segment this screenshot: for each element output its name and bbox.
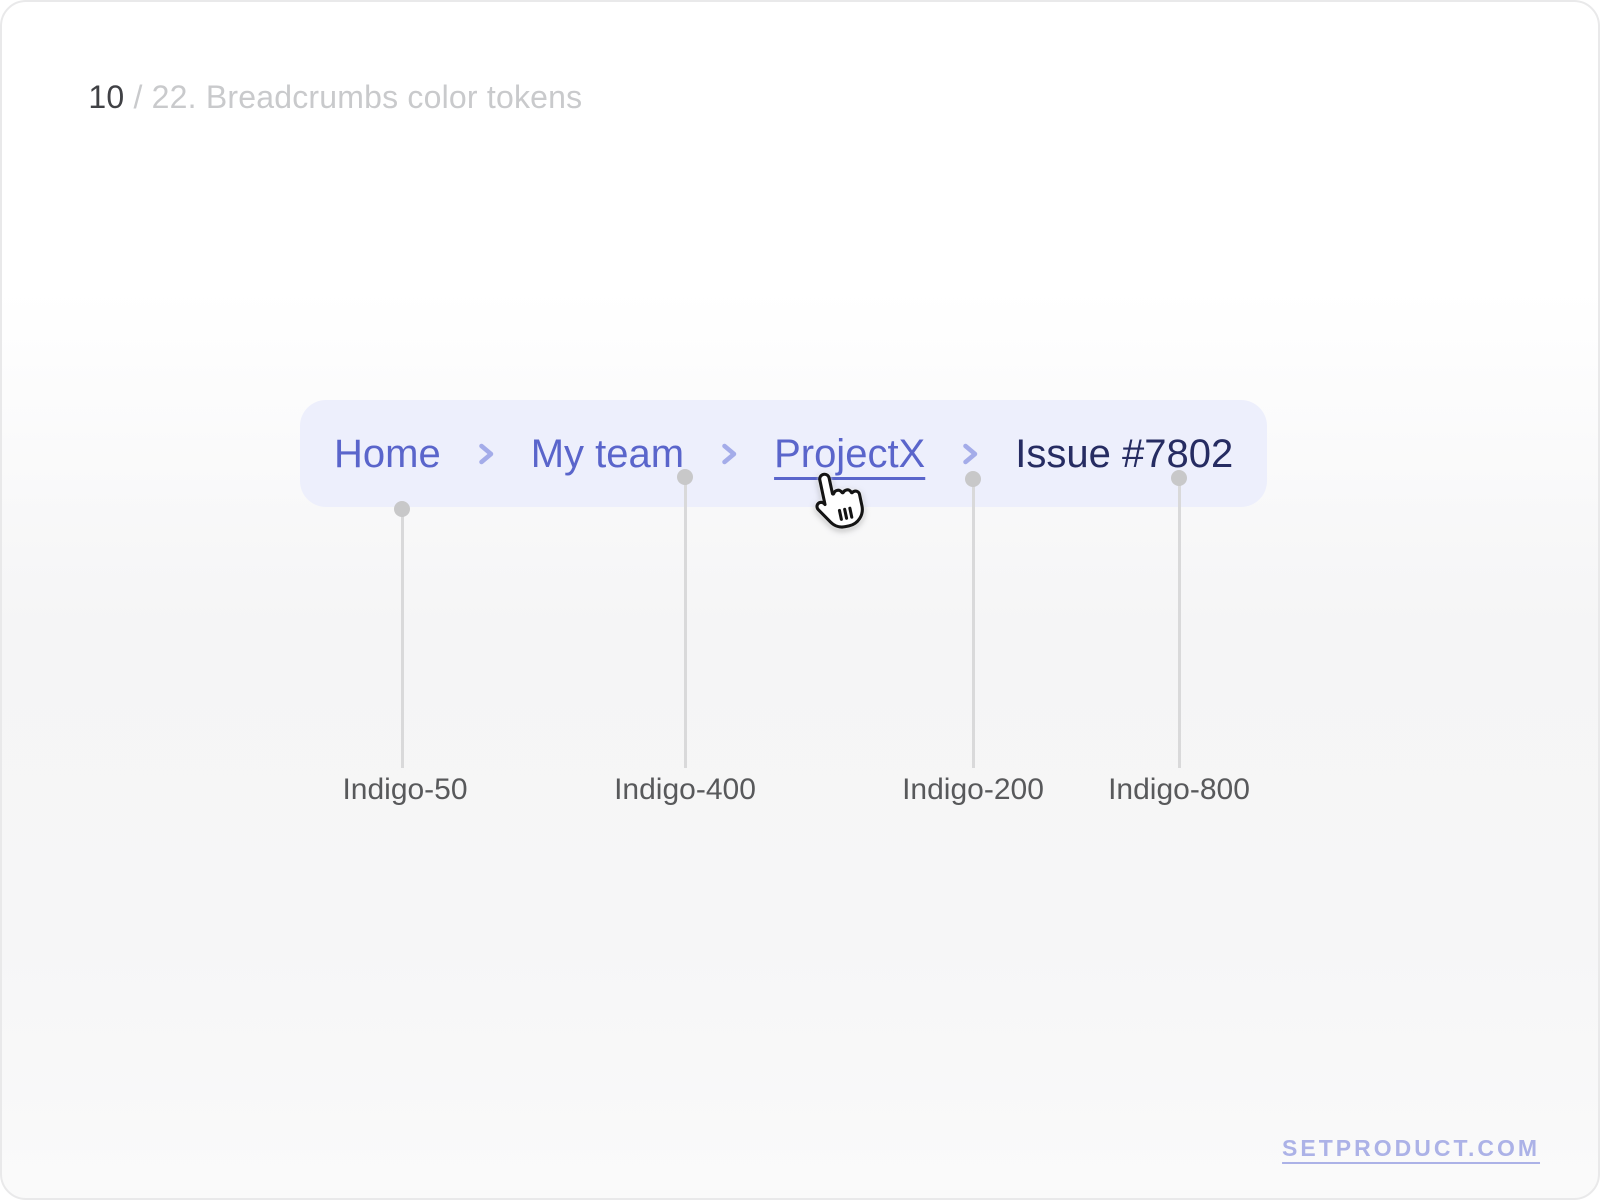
breadcrumb-item-projectx[interactable]: ProjectX [774, 431, 926, 476]
annotation-dot [965, 471, 981, 487]
annotation-dot [677, 469, 693, 485]
watermark-link[interactable]: SETPRODUCT.COM [1282, 1135, 1540, 1161]
breadcrumb-item-current-issue: Issue #7802 [1015, 431, 1234, 476]
annotation-dot [394, 501, 410, 517]
annotation-line [684, 475, 687, 768]
breadcrumb-item-my-team[interactable]: My team [530, 431, 685, 476]
annotation-dot [1171, 470, 1187, 486]
page-number: 10 [88, 79, 125, 115]
annotation-line [972, 477, 975, 768]
annotation-label-indigo-400: Indigo-400 [614, 773, 756, 806]
annotation-line [1178, 476, 1181, 768]
chevron-right-icon [959, 439, 981, 469]
page-title: 10 / 22. Breadcrumbs color tokens [52, 40, 582, 154]
chevron-right-icon [718, 439, 740, 469]
annotation-label-indigo-800: Indigo-800 [1108, 773, 1250, 806]
annotation-line [401, 507, 404, 768]
breadcrumb: Home My team ProjectX Issue #7802 [300, 400, 1268, 507]
annotation-label-indigo-50: Indigo-50 [342, 773, 468, 806]
chevron-right-icon [475, 439, 497, 469]
page-title-text: / 22. Breadcrumbs color tokens [124, 79, 583, 115]
annotation-label-indigo-200: Indigo-200 [902, 773, 1044, 806]
breadcrumb-item-home[interactable]: Home [334, 431, 441, 476]
